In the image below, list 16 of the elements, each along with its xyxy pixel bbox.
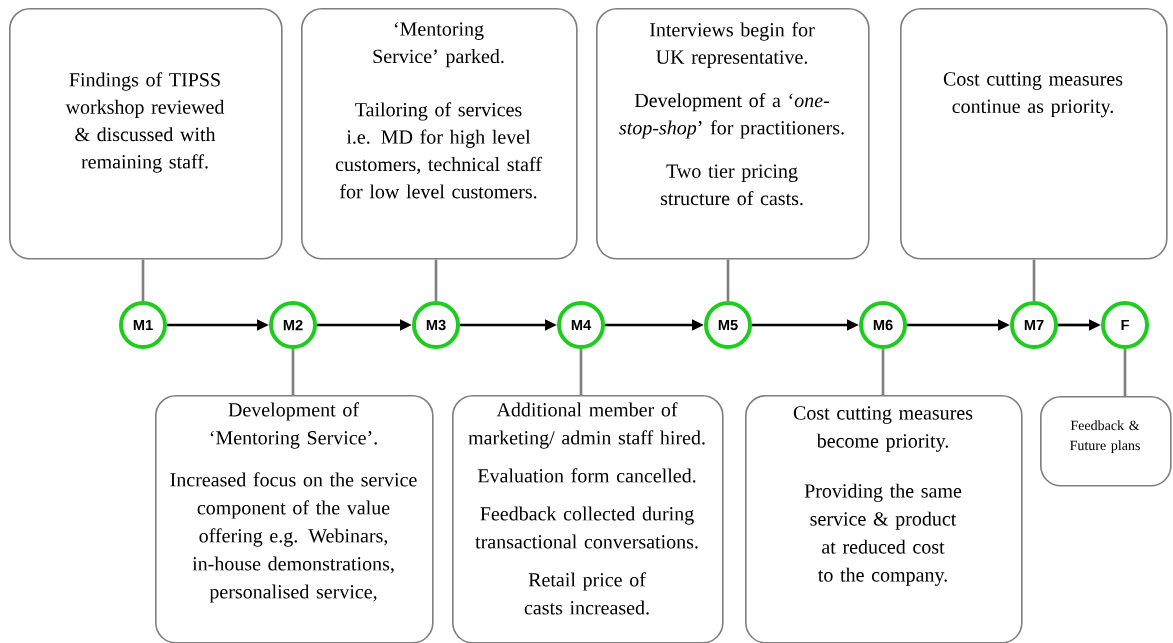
connector-line	[726, 259, 730, 301]
milestone-box: Cost cutting measures become priority. Providing the same service & product at reduced cost to the company.	[745, 395, 1023, 643]
milestone-box: Findings of TIPSS workshop reviewed & discussed with remaining staff.	[9, 8, 283, 260]
connector-line	[434, 259, 438, 301]
connector-line	[881, 349, 885, 395]
milestone-box: Feedback & Future plans	[1040, 396, 1172, 487]
connector-line	[1123, 349, 1127, 396]
milestone-box: Interviews begin for UK representative. Development of a ‘one-stop-shop’ for practitioners. Two tier pricing structure of casts.	[596, 8, 870, 260]
connector-line	[579, 349, 583, 395]
connector-line	[291, 349, 295, 395]
milestone-box: Additional member of marketing/ admin staff hired. Evaluation form cancelled. Feedback collected during transactional conversations. Retail price of casts increased.	[452, 395, 724, 643]
connector-line	[141, 259, 145, 301]
milestone-box: ‘Mentoring Service’ parked. Tailoring of services i.e. MD for high level customers, technical staff for low level customers.	[301, 8, 578, 260]
milestone-box: Cost cutting measures continue as priority.	[900, 8, 1168, 260]
milestone-box: Development of ‘Mentoring Service’. Increased focus on the service component of the value offering e.g. Webinars, in-house demonstrations, personalised service,	[155, 395, 434, 643]
connector-line	[1032, 259, 1036, 301]
